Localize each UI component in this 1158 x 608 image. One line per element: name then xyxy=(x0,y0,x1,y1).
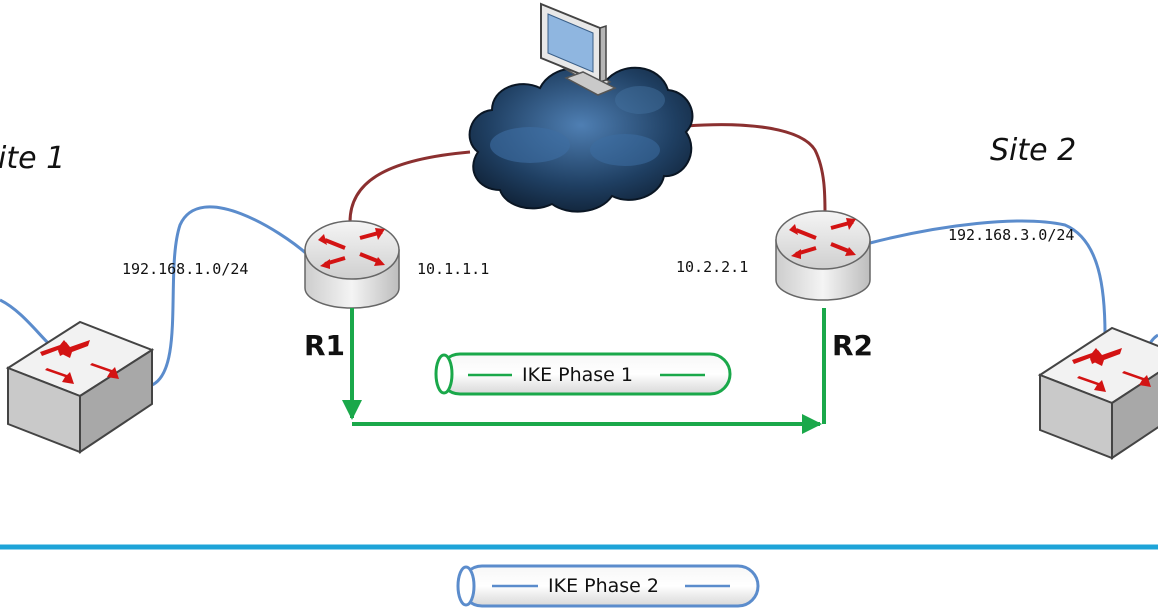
lan-link-left-switch xyxy=(0,298,52,347)
cloud-icon xyxy=(468,66,694,213)
lan-link-right xyxy=(869,219,1107,336)
ike-phase2-label: IKE Phase 2 xyxy=(548,575,659,597)
r1-ip-label: 10.1.1.1 xyxy=(417,260,489,278)
ike-phase1-tunnel xyxy=(434,352,732,396)
computer-icon xyxy=(540,2,617,96)
ike-phase2-tunnel xyxy=(456,564,760,608)
net-right-label: 192.168.3.0/24 xyxy=(948,226,1074,244)
r1-label: R1 xyxy=(304,329,345,362)
ike-phase1-label: IKE Phase 1 xyxy=(522,364,633,386)
switch-icon xyxy=(5,320,155,454)
site-right-label: Site 2 xyxy=(990,133,1076,168)
wan-link-right xyxy=(685,123,827,215)
router-icon xyxy=(775,210,871,301)
lan-link-left xyxy=(151,205,309,387)
wan-link-left xyxy=(348,150,471,223)
switch-icon xyxy=(1037,326,1158,460)
site-left-label: ite 1 xyxy=(0,141,65,176)
r2-label: R2 xyxy=(832,329,873,362)
r2-ip-label: 10.2.2.1 xyxy=(676,258,748,276)
router-icon xyxy=(304,220,400,309)
net-left-label: 192.168.1.0/24 xyxy=(122,260,248,278)
